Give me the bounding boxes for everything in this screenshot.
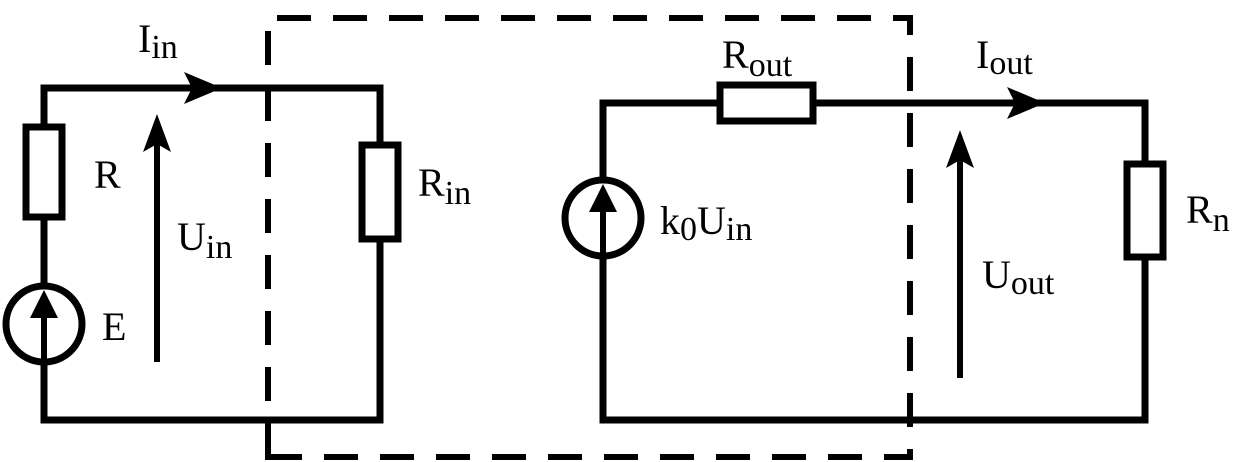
label-i-out-main: I [976,32,989,77]
resistor-r-n [1123,160,1167,261]
label-r-out-sub: out [749,47,793,84]
output-loop-wire [599,99,1149,424]
label-k0-u: U [697,198,726,243]
u-in-arrow [143,114,171,362]
label-u-in-sub: in [206,229,232,266]
label-u-in-main: U [177,214,206,259]
source-k0-u-in [561,176,645,260]
resistor-r [22,123,66,221]
u-in-arrow-head [143,114,171,152]
u-out-arrow [946,130,974,378]
label-r-out: Rout [722,32,793,84]
amplifier-boundary-dashed [265,15,913,460]
label-i-in-sub: in [151,29,177,66]
resistor-r-in [358,141,402,243]
label-u-in: Uin [177,214,232,266]
label-i-in-main: I [138,16,151,61]
label-r: R [94,152,121,197]
label-r-out-main: R [722,32,749,77]
label-u-out: Uout [982,252,1055,302]
label-k0-sub: 0 [680,211,697,248]
i-in-arrow-head [184,72,222,104]
label-r-in-main: R [418,160,445,205]
label-r-in-sub: in [445,175,471,212]
label-r-in: Rin [418,160,471,212]
source-e-arrow-head [30,290,58,318]
label-u-out-sub: out [1011,265,1055,302]
label-i-in: Iin [138,16,178,66]
label-k0-u-in: k0Uin [660,198,752,248]
label-r-n-sub: n [1213,202,1230,239]
label-u-out-main: U [982,252,1011,297]
label-i-out: Iout [976,32,1033,82]
label-r-n: Rn [1186,187,1230,239]
resistor-r-out [716,81,817,125]
output-circuit [561,81,1167,424]
label-k0-u-sub: in [726,211,752,248]
i-out-arrow-head [1007,87,1045,119]
label-k0-main: k [660,198,680,243]
source-e [2,282,86,366]
label-r-n-main: R [1186,187,1213,232]
label-i-out-sub: out [989,45,1033,82]
label-e: E [102,304,126,349]
u-out-arrow-head [946,130,974,168]
input-circuit [2,72,402,424]
source-k0-arrow-head [589,184,617,212]
